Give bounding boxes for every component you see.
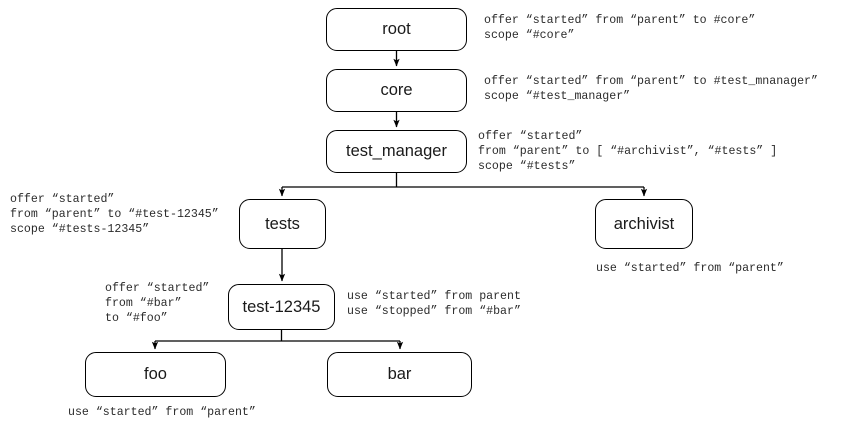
- node-test-12345-label: test-12345: [242, 297, 321, 316]
- annotation-test-12345-right: use “started” from parent use “stopped” …: [347, 290, 521, 318]
- annotation-core: offer “started” from “parent” to #test_m…: [484, 75, 818, 103]
- annotation-archivist: use “started” from “parent”: [596, 262, 784, 275]
- annotation-tests: offer “started” from “parent” to “#test-…: [10, 193, 219, 236]
- node-root-label: root: [382, 20, 411, 39]
- node-core[interactable]: core: [326, 69, 467, 112]
- annotation-foo: use “started” from “parent”: [68, 406, 256, 419]
- edge-test-12345-bus: [155, 330, 400, 342]
- node-archivist[interactable]: archivist: [595, 199, 693, 249]
- annotation-test-12345-left: offer “started” from “#bar” to “#foo”: [105, 282, 210, 325]
- annotation-root: offer “started” from “parent” to #core” …: [484, 14, 756, 42]
- node-foo-label: foo: [144, 365, 167, 384]
- annotation-test-manager: offer “started” from “parent” to [ “#arc…: [478, 130, 778, 173]
- node-bar-label: bar: [387, 365, 412, 384]
- node-tests[interactable]: tests: [239, 199, 326, 249]
- node-root[interactable]: root: [326, 8, 467, 51]
- node-test-12345[interactable]: test-12345: [228, 284, 335, 330]
- node-archivist-label: archivist: [613, 214, 675, 233]
- node-foo[interactable]: foo: [85, 352, 226, 397]
- edge-test-manager-bus: [282, 173, 644, 188]
- node-bar[interactable]: bar: [327, 352, 472, 397]
- node-test-manager-label: test_manager: [346, 142, 447, 161]
- node-core-label: core: [380, 81, 413, 100]
- node-tests-label: tests: [265, 214, 300, 233]
- node-test-manager[interactable]: test_manager: [326, 130, 467, 173]
